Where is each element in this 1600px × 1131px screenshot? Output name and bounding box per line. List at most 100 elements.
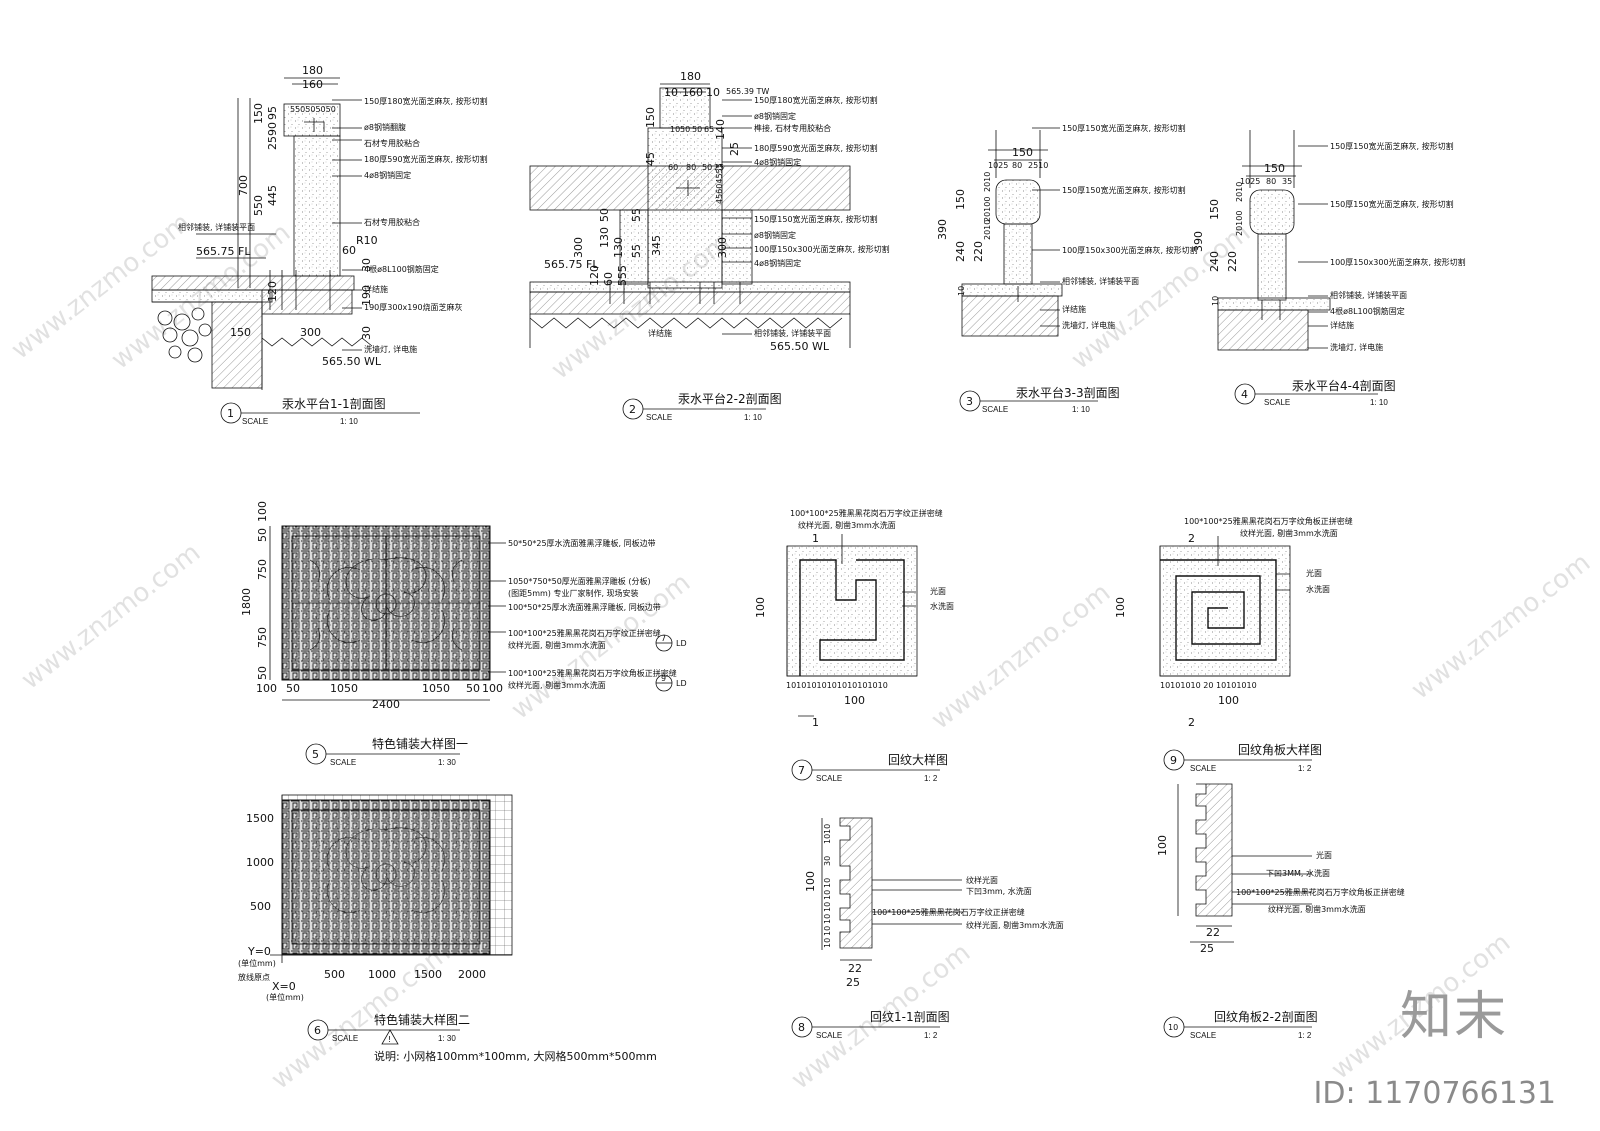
svg-text:SCALE: SCALE: [816, 1031, 842, 1040]
svg-text:150厚150宽光面芝麻灰, 按形切割: 150厚150宽光面芝麻灰, 按形切割: [1062, 123, 1186, 133]
svg-text:相邻铺装, 详铺装平面: 相邻铺装, 详铺装平面: [754, 328, 831, 338]
svg-text:10: 10: [670, 125, 680, 134]
svg-text:10: 10: [1168, 1023, 1178, 1032]
svg-text:7: 7: [661, 634, 666, 643]
svg-text:180厚590宽光面芝麻灰, 按形切割: 180厚590宽光面芝麻灰, 按形切割: [364, 154, 488, 164]
svg-text:150厚180宽光面芝麻灰, 按形切割: 150厚180宽光面芝麻灰, 按形切割: [364, 96, 488, 106]
svg-text:X=0: X=0: [272, 980, 296, 993]
svg-text:35: 35: [1282, 177, 1292, 186]
svg-text:1: 10: 1: 10: [340, 417, 358, 426]
svg-text:ø8钢销翻腹: ø8钢销翻腹: [364, 122, 406, 132]
svg-text:1: 2: 1: 2: [1298, 764, 1312, 773]
section-6-drawing: [270, 794, 513, 963]
section-9-drawing: [1159, 536, 1291, 677]
svg-text:565.50 WL: 565.50 WL: [770, 340, 830, 353]
svg-text:240: 240: [1208, 251, 1221, 272]
svg-text:相邻铺装, 详铺装平面: 相邻铺装, 详铺装平面: [1330, 290, 1407, 300]
svg-text:2400: 2400: [372, 698, 400, 711]
svg-text:390: 390: [1192, 231, 1205, 252]
svg-text:4ø8钢销固定: 4ø8钢销固定: [364, 170, 411, 180]
svg-text:1800: 1800: [240, 588, 253, 616]
svg-text:3: 3: [966, 395, 973, 408]
section-3-texts: 150 1025 80 2510 2010 150 20100 2010 390…: [936, 123, 1198, 330]
svg-text:5: 5: [312, 748, 319, 761]
svg-text:2: 2: [629, 403, 636, 416]
svg-text:100: 100: [844, 694, 865, 707]
svg-text:汞水平台3-3剖面图: 汞水平台3-3剖面图: [1016, 385, 1120, 400]
svg-text:石材专用胶粘合: 石材专用胶粘合: [364, 138, 420, 148]
svg-text:洗墙灯, 详电施: 洗墙灯, 详电施: [364, 344, 417, 354]
svg-text:565.75 FL: 565.75 FL: [544, 258, 599, 271]
svg-text:1050: 1050: [422, 682, 450, 695]
svg-text:2590: 2590: [266, 122, 279, 150]
svg-text:4ø8钢销固定: 4ø8钢销固定: [754, 157, 801, 167]
svg-text:(单位mm): (单位mm): [238, 958, 276, 968]
svg-text:(单位mm): (单位mm): [266, 992, 304, 1002]
svg-text:150厚180宽光面芝麻灰, 按形切割: 150厚180宽光面芝麻灰, 按形切割: [754, 95, 878, 105]
svg-text:100: 100: [256, 501, 269, 522]
svg-text:特色铺装大样图一: 特色铺装大样图一: [372, 736, 468, 751]
section-4-texts: 150 1025 80 35 2010 150 20100 390 240 22…: [1192, 141, 1466, 352]
svg-text:相邻铺装, 详铺装平面: 相邻铺装, 详铺装平面: [178, 222, 255, 232]
svg-text:10101010 20 10101010: 10101010 20 10101010: [1160, 681, 1257, 690]
svg-text:100厚150x300光面芝麻灰, 按形切割: 100厚150x300光面芝麻灰, 按形切割: [1330, 257, 1466, 267]
svg-text:1000: 1000: [368, 968, 396, 981]
svg-text:750: 750: [256, 627, 269, 648]
svg-text:25: 25: [846, 976, 860, 989]
svg-text:80: 80: [686, 163, 696, 172]
svg-text:10: 10: [706, 86, 720, 99]
title-block-8: 8 回纹1-1剖面图 SCALE 1: 2: [791, 1010, 950, 1040]
svg-text:SCALE: SCALE: [242, 417, 268, 426]
section-4-drawing: [1217, 130, 1331, 351]
section-7-drawing: [786, 534, 918, 717]
svg-text:回纹角板2-2剖面图: 回纹角板2-2剖面图: [1214, 1010, 1318, 1024]
watermark: www.znzmo.com: [926, 578, 1116, 736]
svg-text:1: 10: 1: 10: [1370, 398, 1388, 407]
svg-text:10: 10: [664, 86, 678, 99]
svg-text:SCALE: SCALE: [816, 774, 842, 783]
svg-text:220: 220: [972, 241, 985, 262]
svg-text:1: 10: 1: 10: [1072, 405, 1090, 414]
svg-text:详结施: 详结施: [648, 328, 672, 338]
svg-text:140: 140: [714, 119, 727, 140]
svg-text:2010: 2010: [983, 172, 992, 192]
svg-text:洗墙灯, 详电施: 洗墙灯, 详电施: [1330, 342, 1383, 352]
svg-text:700: 700: [237, 175, 250, 196]
document-id: ID: 1170766131: [1313, 1076, 1556, 1111]
section-1-texts: 180 160 550505050 150 2590 95 700 550 44…: [178, 64, 488, 368]
title-block-1: 1 汞水平台1-1剖面图 SCALE 1: 10: [220, 396, 420, 426]
svg-text:水洗面: 水洗面: [930, 601, 954, 611]
svg-text:50: 50: [286, 682, 300, 695]
svg-text:SCALE: SCALE: [982, 405, 1008, 414]
section-5-texts: 50 100 750 1800 750 50 100 50 1050 1050 …: [240, 501, 687, 711]
platform-slab: [151, 275, 355, 291]
svg-text:345: 345: [650, 235, 663, 256]
svg-text:100厚150x300光面芝麻灰, 按形切割: 100厚150x300光面芝麻灰, 按形切割: [1062, 245, 1198, 255]
section-7-texts: 100*100*25雅黑黑花岗石万字纹正拼密缝 纹样光面, 剔凿3mm水洗面 1…: [754, 508, 954, 729]
title-block-2: 2 汞水平台2-2剖面图 SCALE 1: 10: [622, 391, 782, 422]
svg-text:回纹1-1剖面图: 回纹1-1剖面图: [870, 1010, 950, 1024]
svg-text:100: 100: [1156, 835, 1169, 856]
svg-text:1025: 1025: [988, 161, 1008, 170]
svg-text:汞水平台4-4剖面图: 汞水平台4-4剖面图: [1292, 378, 1396, 393]
svg-text:20100: 20100: [983, 197, 992, 222]
svg-text:1: 10: 1: 10: [744, 413, 762, 422]
svg-text:190: 190: [360, 285, 373, 306]
svg-text:150: 150: [644, 107, 657, 128]
svg-text:ø8钢销固定: ø8钢销固定: [754, 111, 796, 121]
svg-text:光面: 光面: [1316, 850, 1332, 860]
svg-text:详结施: 详结施: [1330, 320, 1354, 330]
dim-width-180: 180: [302, 64, 323, 77]
svg-text:300: 300: [300, 326, 321, 339]
dim-width-160: 160: [302, 78, 323, 91]
svg-text:750: 750: [256, 559, 269, 580]
svg-text:50: 50: [466, 682, 480, 695]
warning-icon: [381, 1029, 399, 1045]
section-6-texts: 1500 1000 500 500 1000 1500 2000 Y=0 (单位…: [238, 812, 657, 1063]
svg-text:100*100*25雅黑黑花岗石万字纹正拼密缝: 100*100*25雅黑黑花岗石万字纹正拼密缝: [790, 508, 943, 518]
svg-text:1050: 1050: [330, 682, 358, 695]
svg-text:55: 55: [630, 244, 643, 258]
svg-text:65: 65: [704, 125, 714, 134]
svg-text:30: 30: [360, 326, 373, 340]
paving: [151, 289, 273, 303]
